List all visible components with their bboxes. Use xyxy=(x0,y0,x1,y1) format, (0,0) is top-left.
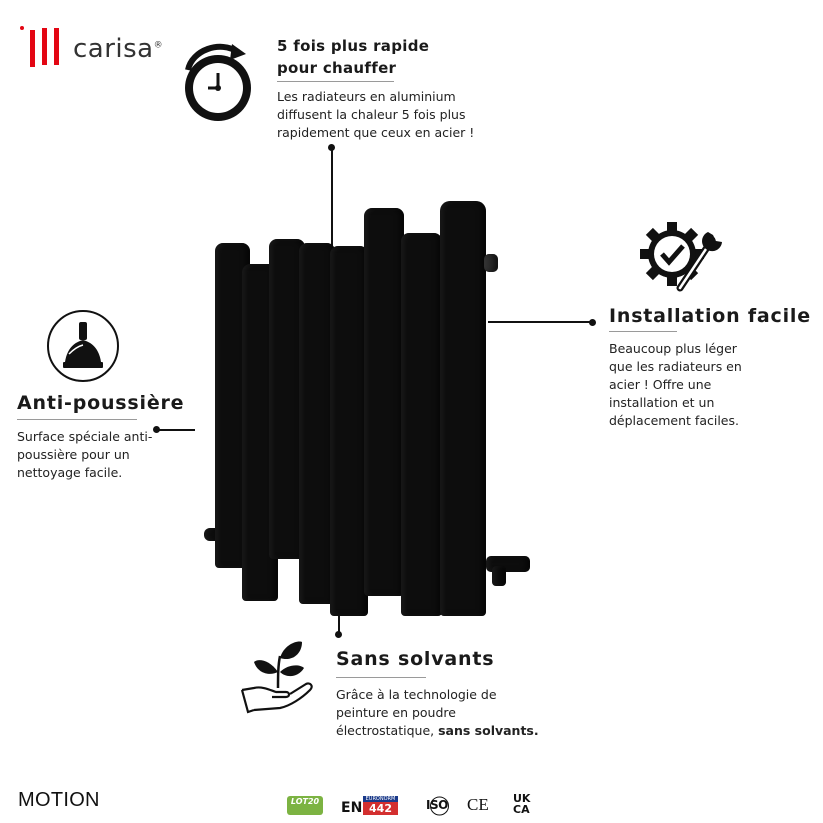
iso-badge: ISO xyxy=(426,796,453,816)
ukca-mark: UK CA xyxy=(513,792,531,816)
solvent-text-line3: électrostatique, sans solvants. xyxy=(336,723,539,738)
gear-wrench-check-icon xyxy=(640,222,722,292)
speed-title-line2: pour chauffer xyxy=(277,59,397,77)
duster-icon xyxy=(47,310,119,382)
radiator-tube xyxy=(401,233,442,616)
installation-text-line5: déplacement faciles. xyxy=(609,413,739,428)
installation-text-line2: que les radiateurs en xyxy=(609,359,742,374)
installation-title: Installation facile xyxy=(609,305,811,327)
speed-title-line1: 5 fois plus rapide xyxy=(277,37,430,55)
dust-text-line2: poussière pour un xyxy=(17,447,130,462)
dust-divider xyxy=(17,419,137,420)
plant-hand-icon xyxy=(240,641,313,714)
speed-pointer-line xyxy=(331,148,333,248)
installation-divider xyxy=(609,331,677,332)
radiator-tube xyxy=(330,246,368,616)
solvent-text-line2: peinture en poudre xyxy=(336,705,456,720)
installation-pointer-dot xyxy=(589,319,596,326)
speed-pointer-dot xyxy=(328,144,335,151)
dust-text-line3: nettoyage facile. xyxy=(17,465,123,480)
speed-divider xyxy=(277,81,394,82)
radiator-valve-right-stem xyxy=(492,566,506,586)
radiator-tube xyxy=(299,243,335,604)
iso-globe-icon xyxy=(430,796,449,816)
brand-name: carisa® xyxy=(73,34,164,64)
solvent-title: Sans solvants xyxy=(336,648,495,670)
ce-mark: CE xyxy=(467,795,489,814)
dust-title: Anti-poussière xyxy=(17,392,185,414)
speed-text-line1: Les radiateurs en aluminium xyxy=(277,89,456,104)
dust-pointer-dot xyxy=(153,426,160,433)
installation-pointer-line xyxy=(488,321,592,323)
dust-pointer-line xyxy=(157,429,195,431)
installation-text-line1: Beaucoup plus léger xyxy=(609,341,737,356)
speed-text-line2: diffusent la chaleur 5 fois plus xyxy=(277,107,466,122)
radiator-tube xyxy=(440,201,486,616)
solvent-pointer-line xyxy=(338,600,340,633)
radiator-bleed-valve xyxy=(484,254,498,272)
radiator-tube xyxy=(364,208,404,596)
installation-text-line3: acier ! Offre une xyxy=(609,377,712,392)
solvent-text-line1: Grâce à la technologie de xyxy=(336,687,497,702)
en442-badge: EN EURONORM 442 xyxy=(341,796,398,817)
solvent-divider xyxy=(336,677,426,678)
stopwatch-icon xyxy=(185,43,251,121)
dust-text-line1: Surface spéciale anti- xyxy=(17,429,153,444)
product-model: MOTION xyxy=(18,789,100,811)
solvent-pointer-dot xyxy=(335,631,342,638)
speed-text-line3: rapidement que ceux en acier ! xyxy=(277,125,475,140)
lot20-badge: LOT20 xyxy=(287,796,323,815)
installation-text-line4: installation et un xyxy=(609,395,715,410)
